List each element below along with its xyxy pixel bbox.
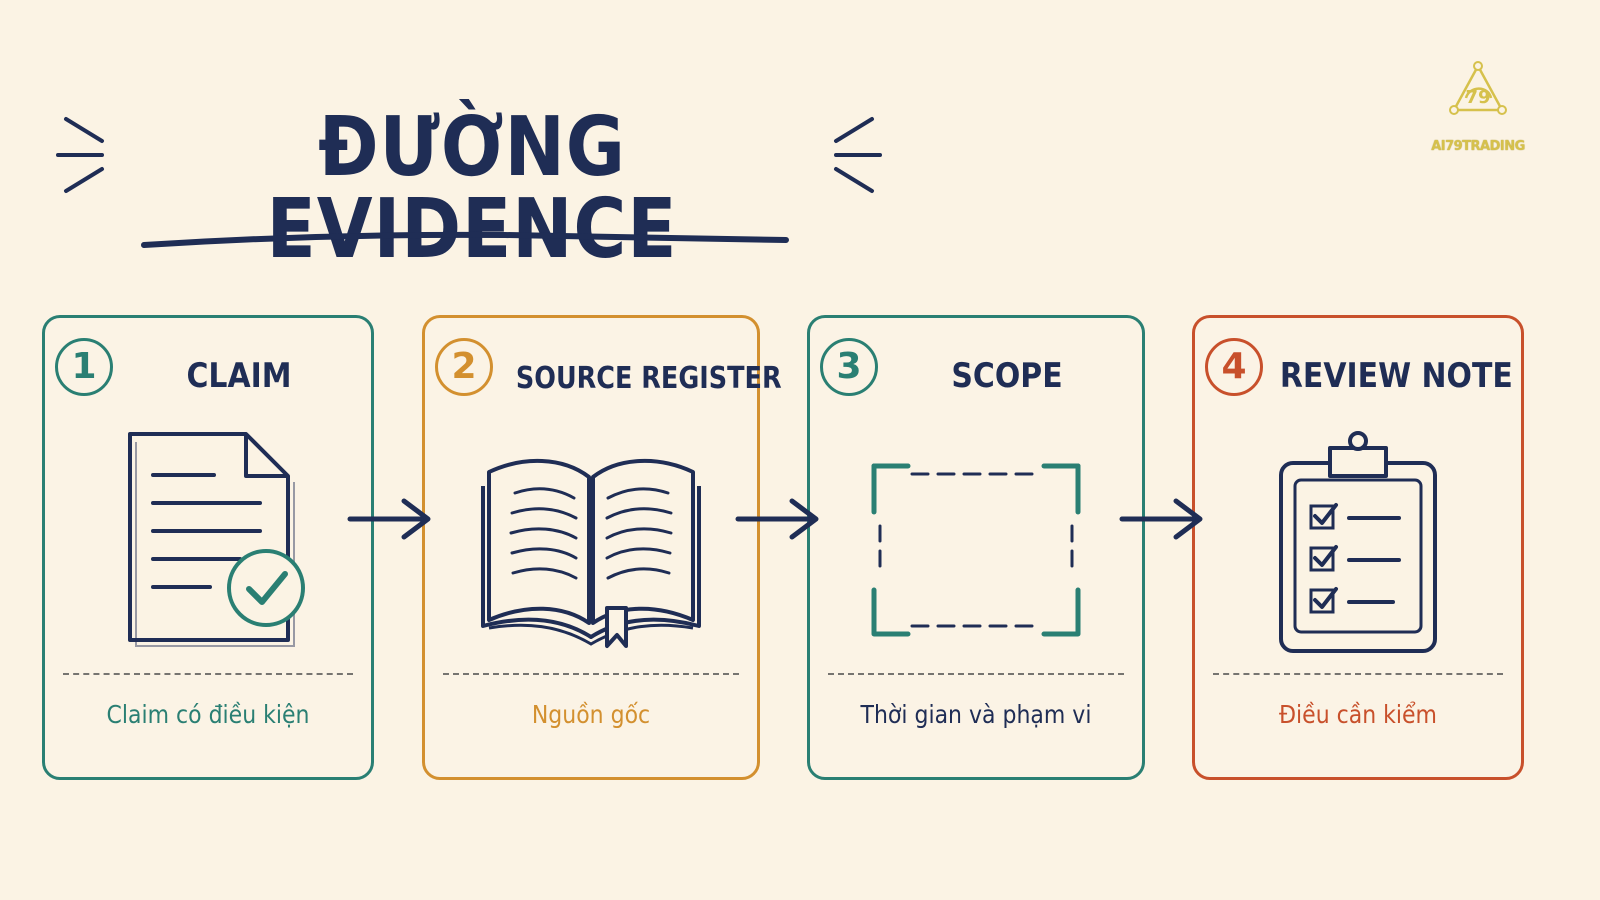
arrow-right-icon <box>1119 498 1203 540</box>
step-title: CLAIM <box>186 356 292 396</box>
step-caption: Điều cần kiểm <box>1279 700 1437 729</box>
arrow-right-icon <box>735 498 819 540</box>
step-card-scope: 3 SCOPE Thời gian và phạm vi <box>807 315 1145 780</box>
step-caption: Thời gian và phạm vi <box>860 700 1092 729</box>
document-check-icon <box>128 432 305 647</box>
evidence-flow: 1 CLAIM Claim có điều kiện 2 SOURCE REGI… <box>40 315 1560 785</box>
step-divider <box>828 673 1124 675</box>
step-caption: Claim có điều kiện <box>106 700 310 729</box>
step-number: 4 <box>1205 338 1263 396</box>
open-book-icon <box>481 458 701 648</box>
step-title: SOURCE REGISTER <box>515 361 782 396</box>
title-underline <box>141 231 789 248</box>
step-card-claim: 1 CLAIM Claim có điều kiện <box>42 315 374 780</box>
arrow-right-icon <box>347 498 431 540</box>
step-title: REVIEW NOTE <box>1279 356 1513 396</box>
step-number: 2 <box>435 338 493 396</box>
brand-mark-text: 79 <box>1465 87 1490 108</box>
step-card-source-register: 2 SOURCE REGISTER Nguồn gốc <box>422 315 782 780</box>
step-divider <box>1213 673 1503 675</box>
step-divider <box>443 673 739 675</box>
dashed-frame-icon <box>871 463 1081 637</box>
burst-right-icon <box>834 117 882 193</box>
step-divider <box>63 673 353 675</box>
step-number: 1 <box>55 338 113 396</box>
step-card-review-note: 4 REVIEW NOTE Điều cần kiểm <box>1192 315 1524 780</box>
clipboard-checklist-icon <box>1279 431 1437 653</box>
step-caption: Nguồn gốc <box>531 700 651 729</box>
brand-mark-icon: 79 <box>1449 61 1507 115</box>
title-area: ĐƯỜNG EVIDENCE <box>40 95 900 275</box>
page-title: ĐƯỜNG EVIDENCE <box>266 100 678 277</box>
brand-logo: 79 AI79TRADING <box>1428 60 1528 160</box>
step-number: 3 <box>820 338 878 396</box>
burst-left-icon <box>56 117 104 193</box>
step-title: SCOPE <box>951 356 1063 396</box>
brand-name: AI79TRADING <box>1431 139 1525 154</box>
